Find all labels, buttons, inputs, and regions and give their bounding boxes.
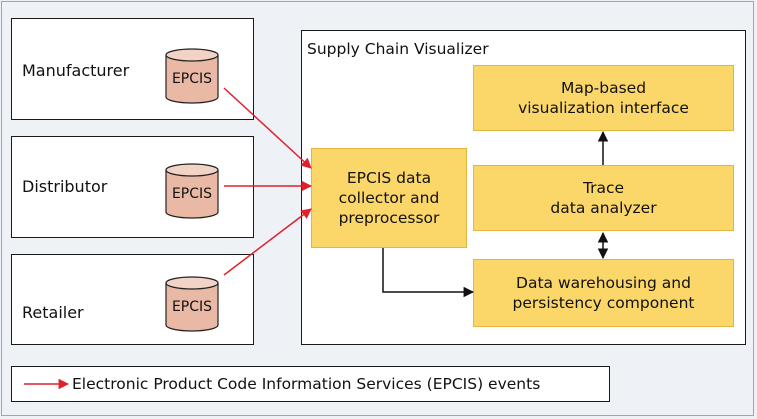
distributor-epcis-label: EPCIS bbox=[172, 186, 212, 202]
collector-to-warehouse-arrow bbox=[382, 248, 475, 298]
manufacturer-label: Manufacturer bbox=[22, 61, 130, 80]
trace-analyzer-box: Trace data analyzer bbox=[473, 165, 734, 231]
map-visualization-box: Map-based visualization interface bbox=[473, 65, 734, 131]
retailer-label: Retailer bbox=[22, 303, 84, 322]
manufacturer-epcis-label: EPCIS bbox=[172, 71, 212, 87]
retailer-epcis-database-icon: EPCIS bbox=[165, 276, 219, 332]
distributor-epcis-database-icon: EPCIS bbox=[165, 163, 219, 219]
data-warehouse-box: Data warehousing and persistency compone… bbox=[473, 259, 734, 327]
manufacturer-event-arrow bbox=[223, 87, 312, 169]
retailer-epcis-label: EPCIS bbox=[172, 299, 212, 315]
manufacturer-epcis-database-icon: EPCIS bbox=[165, 48, 219, 104]
visualizer-title: Supply Chain Visualizer bbox=[307, 40, 489, 58]
epcis-collector-box: EPCIS data collector and preprocessor bbox=[311, 148, 467, 248]
legend-text: Electronic Product Code Information Serv… bbox=[72, 375, 541, 393]
distributor-label: Distributor bbox=[22, 177, 108, 196]
legend-box: Electronic Product Code Information Serv… bbox=[11, 366, 610, 402]
retailer-event-arrow bbox=[223, 208, 312, 276]
